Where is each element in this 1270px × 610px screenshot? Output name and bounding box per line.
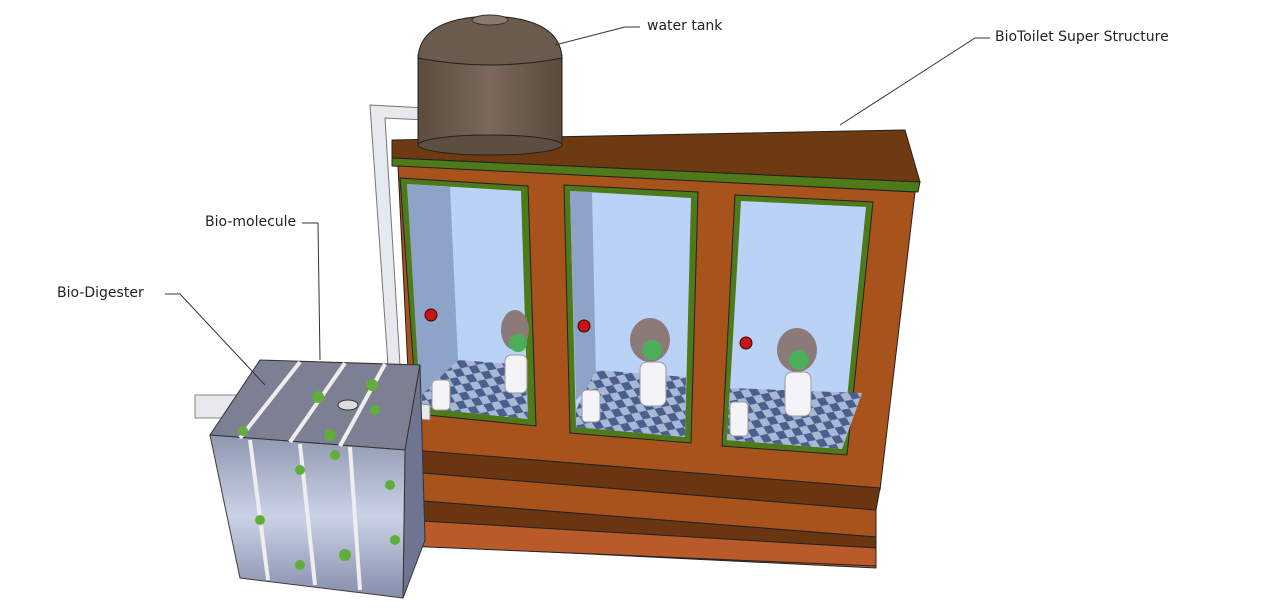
roof-trim: [391, 157, 921, 193]
cubicle-1: [399, 177, 537, 427]
label-bio-digester: Bio-Digester: [57, 285, 144, 301]
bio-digester: [194, 359, 431, 599]
cubicle-3: [721, 194, 874, 456]
label-super-structure: BioToilet Super Structure: [995, 29, 1169, 45]
water-tank: [417, 14, 563, 156]
leader-bio-molecule: [302, 222, 321, 361]
cubicle-2: [563, 184, 699, 444]
label-bio-molecule: Bio-molecule: [205, 214, 297, 230]
leader-bio-digester: [165, 293, 266, 386]
bio-molecules: [238, 379, 400, 570]
leader-water-tank: [554, 26, 640, 46]
leader-super-structure: [839, 37, 990, 126]
label-water-tank: water tank: [647, 18, 723, 34]
steps: [404, 449, 881, 569]
